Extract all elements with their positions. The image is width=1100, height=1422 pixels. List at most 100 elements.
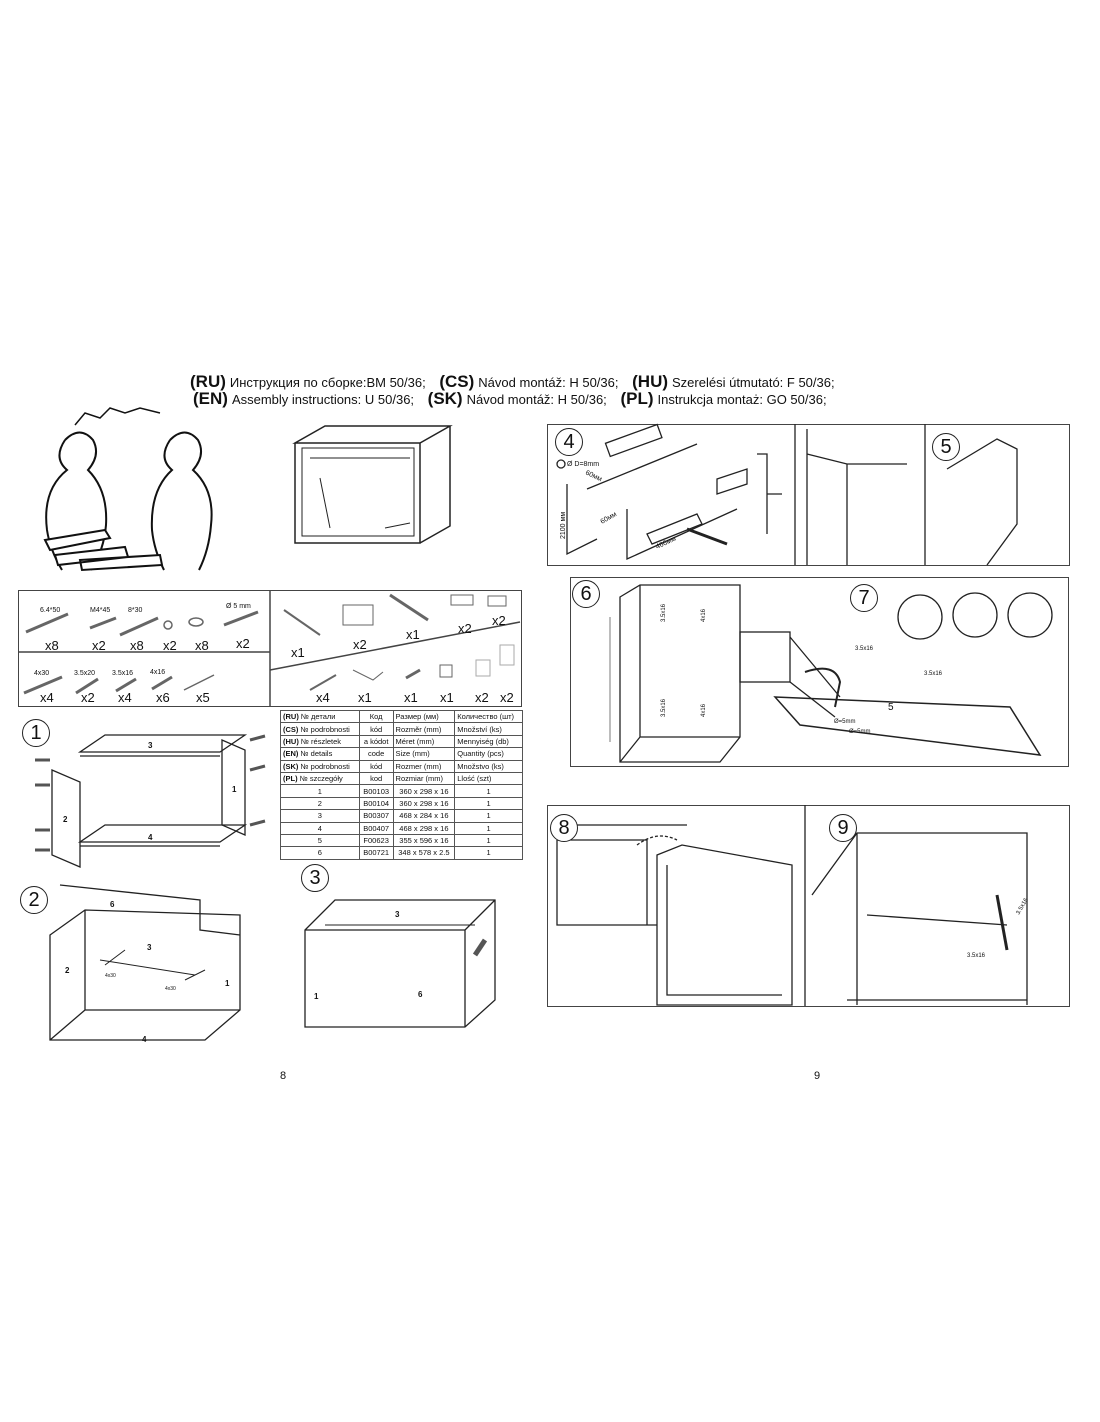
quantity-label: x1 <box>404 690 418 705</box>
two-people-with-tools-illustration <box>43 407 213 572</box>
screw-size-label: 4x16 <box>701 608 707 622</box>
table-cell: 1 <box>454 833 523 848</box>
quantity-label: x2 <box>163 638 177 653</box>
dimension-label: 60мм <box>584 469 603 483</box>
table-cell: Количество (шт) <box>454 709 523 724</box>
table-cell: F00623 <box>358 833 394 848</box>
lang-code: (CS) <box>439 372 475 391</box>
step-number: 7 <box>850 584 878 612</box>
table-cell: 1 <box>454 796 523 811</box>
table-cell: B00407 <box>358 821 394 835</box>
screw-size-label: 4x30 <box>105 973 116 979</box>
table-cell: Rozměr (mm) <box>392 722 456 736</box>
part-label: 2 <box>63 815 68 824</box>
quantity-label: x1 <box>358 690 372 705</box>
table-cell: 360 x 298 x 16 <box>392 784 456 798</box>
table-cell: a kódot <box>358 734 394 749</box>
table-cell: kód <box>358 759 394 773</box>
step-8-9-illustration: 3.5x16 3.5x16 <box>556 805 1031 1006</box>
fastener-size-label: 4x16 <box>150 669 165 676</box>
table-cell: 1 <box>454 846 523 860</box>
part-label: 4 <box>148 833 153 842</box>
table-cell: 1 <box>454 784 523 798</box>
part-label: 3 <box>148 741 153 750</box>
assembled-cabinet-illustration <box>292 425 453 544</box>
fastener-size-label: M4*45 <box>90 607 110 614</box>
quantity-label: x5 <box>196 690 210 705</box>
table-cell: Rozmiar (mm) <box>392 771 456 786</box>
table-cell: 5 <box>280 833 360 848</box>
screw-size-label: 3.5x16 <box>661 698 667 717</box>
quantity-label: x2 <box>81 690 95 705</box>
screw-size-label: 4x30 <box>165 986 176 992</box>
step-4-5-panel <box>547 424 1070 566</box>
part-label: 1 <box>232 785 237 794</box>
table-cell: (CS) № podrobnosti <box>280 722 360 736</box>
quantity-label: x8 <box>130 638 144 653</box>
table-cell: 1 <box>454 821 523 835</box>
step-number: 1 <box>22 719 50 747</box>
table-cell: 2 <box>280 796 360 811</box>
step-number: 6 <box>572 580 600 608</box>
table-cell: B00721 <box>358 846 394 860</box>
quantity-label: x8 <box>45 638 59 653</box>
table-cell: B00104 <box>358 796 394 811</box>
table-cell: Mennyiség (db) <box>454 734 523 749</box>
table-cell: (SK) № podrobnosti <box>280 759 360 773</box>
dimension-label: 60мм <box>600 511 619 526</box>
table-cell: 1 <box>454 809 523 823</box>
table-cell: kod <box>358 771 394 786</box>
part-label: 6 <box>418 990 423 999</box>
quantity-label: x8 <box>195 638 209 653</box>
quantity-label: x2 <box>500 690 514 705</box>
step-6-7-illustration: 3.5x16 4x16 3.5x16 4x16 3.5x16 3.5x16 Ø=… <box>609 584 1053 763</box>
step-number: 2 <box>20 886 48 914</box>
part-label: 4 <box>142 1035 147 1044</box>
quantity-label: x2 <box>458 621 472 636</box>
step-number: 3 <box>301 864 329 892</box>
table-cell: B00307 <box>358 809 394 823</box>
quantity-label: x2 <box>475 690 489 705</box>
title-line-2: (EN)Assembly instructions: U 50/36; (SK)… <box>193 389 827 409</box>
quantity-label: x6 <box>156 690 170 705</box>
part-label: 1 <box>225 979 230 988</box>
fastener-size-label: 4x30 <box>34 670 49 677</box>
part-label: 3 <box>147 943 152 952</box>
quantity-label: x1 <box>440 690 454 705</box>
step-number: 4 <box>555 428 583 456</box>
step-number: 9 <box>829 814 857 842</box>
quantity-label: x2 <box>236 636 250 651</box>
screw-size-label: 3.5x16 <box>1016 897 1031 916</box>
table-cell: 355 x 596 x 16 <box>392 833 456 848</box>
fastener-size-label: 3.5x20 <box>74 670 95 677</box>
screw-size-label: 3.5x16 <box>855 646 874 652</box>
step-1-illustration: 3 4 1 2 <box>35 734 266 868</box>
screw-size-label: 3.5x16 <box>924 671 943 677</box>
lang-code: (SK) <box>427 389 463 408</box>
drill-diameter-label: Ø=5mm <box>834 719 856 725</box>
table-cell: (EN) № details <box>280 747 360 761</box>
quantity-label: x2 <box>353 637 367 652</box>
table-cell: 468 x 298 x 16 <box>392 821 456 835</box>
table-cell: Množstvo (ks) <box>454 759 523 773</box>
table-cell: 348 x 578 x 2.5 <box>392 846 456 860</box>
step-8-9-panel <box>547 805 1070 1007</box>
table-cell: Llość (szt) <box>454 771 523 786</box>
step-number: 5 <box>932 433 960 461</box>
quantity-label: x1 <box>406 627 420 642</box>
part-label: 2 <box>65 966 70 975</box>
table-cell: 468 x 284 x 16 <box>392 809 456 823</box>
table-cell: (PL) № szczegóły <box>280 771 360 786</box>
lang-code: (EN) <box>193 389 228 408</box>
screw-size-label: 3.5x16 <box>661 603 667 622</box>
screw-size-label: 4x16 <box>701 703 707 717</box>
table-cell: 3 <box>280 809 360 823</box>
screw-size-label: 3.5x16 <box>967 953 986 959</box>
